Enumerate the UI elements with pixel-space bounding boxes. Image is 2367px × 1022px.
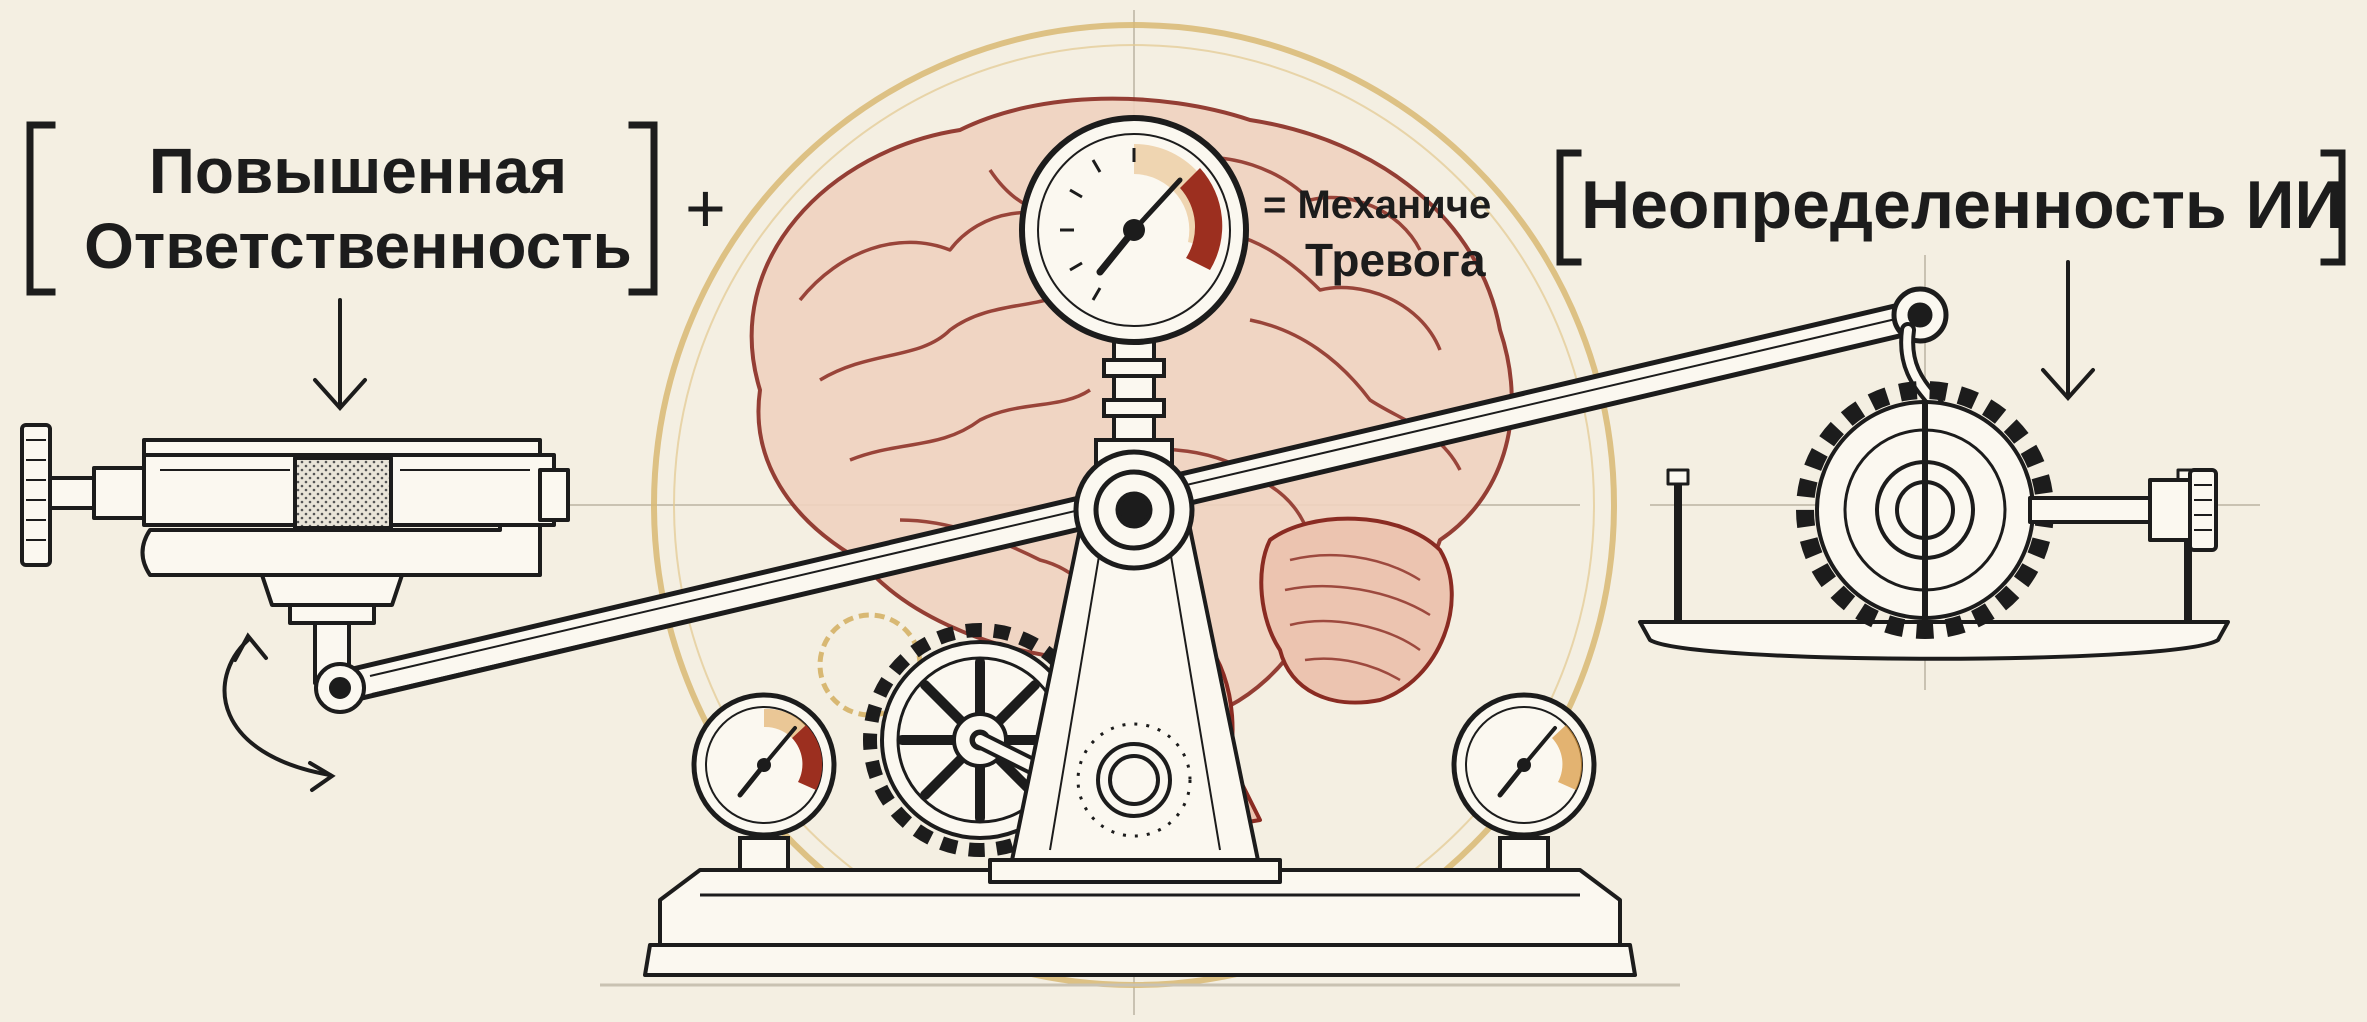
pressure-gauge-icon (1022, 118, 1246, 342)
ai-uncertainty-label: Неопределенность ИИ (1581, 170, 2343, 241)
result-label-line1: = Механиче (1263, 184, 1491, 226)
plus-sign: + (685, 172, 726, 246)
machine-base (600, 870, 1680, 985)
responsibility-label: Повышенная Ответственность (58, 138, 658, 288)
gear-tray-icon (1640, 330, 2228, 659)
responsibility-line1: Повышенная (58, 138, 658, 205)
left-gauge-icon (694, 695, 834, 870)
responsibility-line2: Ответственность (58, 213, 658, 280)
result-label-line2: Тревога (1305, 236, 1486, 284)
